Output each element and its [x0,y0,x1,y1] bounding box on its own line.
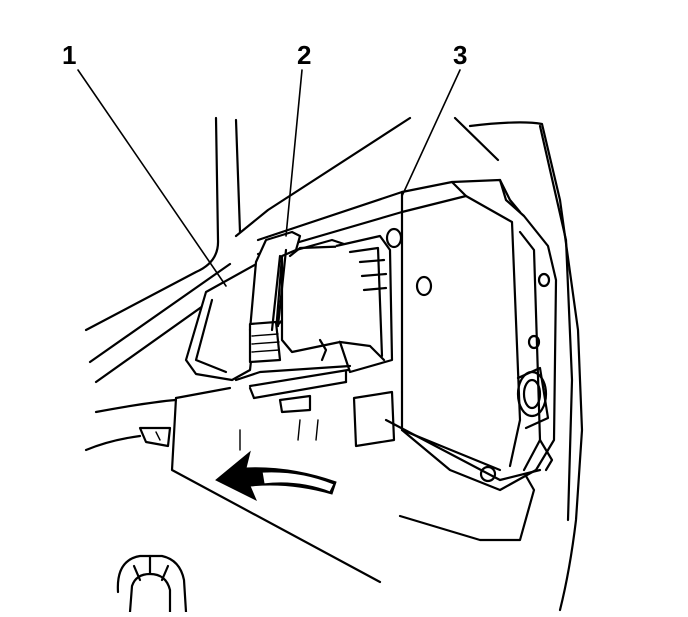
callout-3: 3 [453,40,468,70]
lower-bracket [170,386,382,584]
locking-tab [248,230,302,364]
leader-lines [77,69,461,287]
module-housing [256,178,558,542]
leader-line-2 [285,69,303,237]
leader-line-1 [77,69,227,287]
connector-body [184,234,394,414]
bolt [116,554,188,614]
rotation-arrow [215,450,337,502]
leader-line-3 [401,69,461,197]
callout-1: 1 [62,40,77,70]
body-panel [84,116,584,612]
callout-2: 2 [297,40,312,70]
